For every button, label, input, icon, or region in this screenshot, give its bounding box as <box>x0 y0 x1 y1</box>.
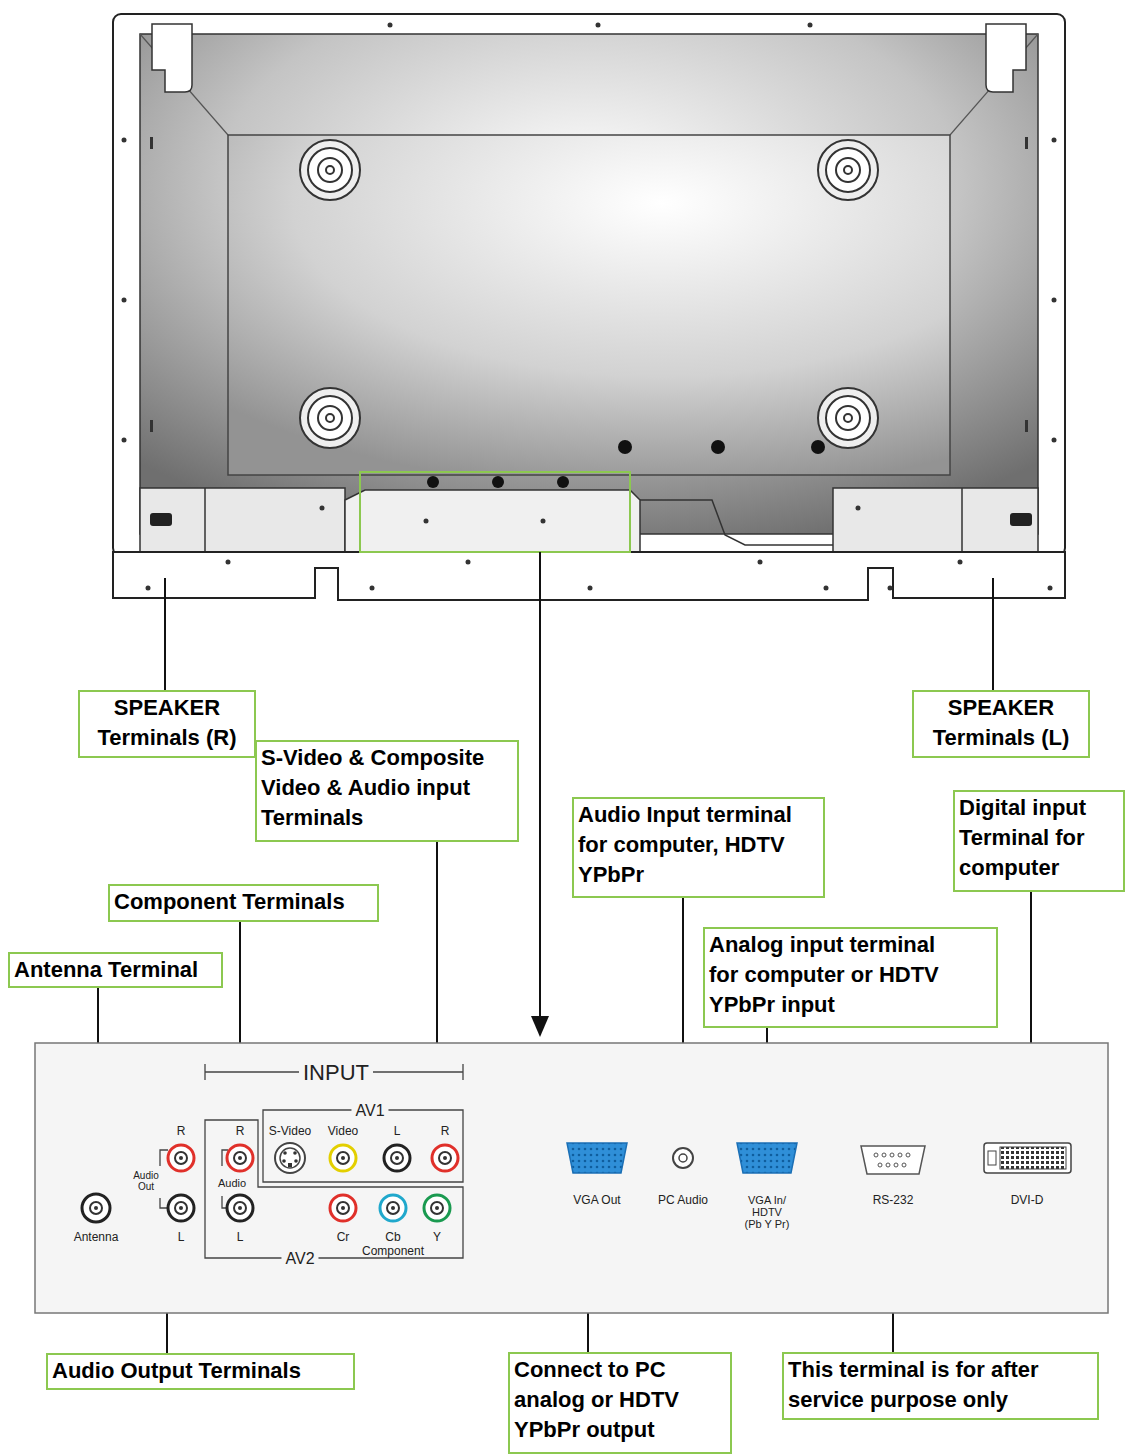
callout-text: SPEAKER Terminals (R) <box>84 693 250 753</box>
callout-box: SPEAKER Terminals (L) <box>912 690 1090 758</box>
callout-text: Audio Input terminal for computer, HDTV … <box>578 800 819 890</box>
port-label: VGA In/ HDTV (Pb Y Pr) <box>744 1194 791 1230</box>
callout-text: Analog input terminal for computer or HD… <box>709 930 962 1020</box>
callout-box: Connect to PC analog or HDTV YPbPr outpu… <box>508 1352 732 1454</box>
port-label: Cr <box>337 1231 350 1244</box>
callout-text: This terminal is for after service purpo… <box>788 1355 1093 1415</box>
port-label: R <box>236 1125 245 1138</box>
port-label: AV2 <box>281 1250 318 1267</box>
callout-text: S-Video & Composite Video & Audio input … <box>261 743 513 833</box>
callout-box: Audio Input terminal for computer, HDTV … <box>572 797 825 898</box>
port-label: VGA Out <box>573 1194 620 1207</box>
port-label: Audio Out <box>132 1170 160 1192</box>
callout-text: Connect to PC analog or HDTV YPbPr outpu… <box>514 1355 726 1445</box>
callout-text: Antenna Terminal <box>14 955 217 985</box>
port-label: Cb <box>385 1231 400 1244</box>
callout-text: Audio Output Terminals <box>52 1356 349 1386</box>
callout-box: Digital input Terminal for computer <box>953 790 1125 892</box>
callout-text: Digital input Terminal for computer <box>959 793 1119 883</box>
port-label: L <box>178 1231 185 1244</box>
port-label: DVI-D <box>1011 1194 1044 1207</box>
port-label: Component <box>362 1245 424 1258</box>
callout-box: Audio Output Terminals <box>46 1353 355 1390</box>
port-label: PC Audio <box>658 1194 708 1207</box>
callout-box: This terminal is for after service purpo… <box>782 1352 1099 1420</box>
port-label: AV1 <box>351 1102 388 1119</box>
port-label: R <box>441 1125 450 1138</box>
callout-box: SPEAKER Terminals (R) <box>78 690 256 758</box>
callout-box: S-Video & Composite Video & Audio input … <box>255 740 519 842</box>
port-label: Antenna <box>74 1231 119 1244</box>
callout-box: Antenna Terminal <box>8 952 223 988</box>
port-label: Y <box>433 1231 441 1244</box>
port-label: INPUT <box>299 1061 373 1084</box>
port-label: L <box>394 1125 401 1138</box>
port-label: Audio <box>218 1177 246 1189</box>
callout-text: Component Terminals <box>114 887 373 917</box>
port-label: S-Video <box>269 1125 311 1138</box>
port-label: RS-232 <box>873 1194 914 1207</box>
callout-box: Analog input terminal for computer or HD… <box>703 927 998 1028</box>
port-label: Video <box>328 1125 358 1138</box>
port-label: L <box>237 1231 244 1244</box>
callout-box: Component Terminals <box>108 884 379 922</box>
port-label: R <box>177 1125 186 1138</box>
callout-text: SPEAKER Terminals (L) <box>918 693 1084 753</box>
